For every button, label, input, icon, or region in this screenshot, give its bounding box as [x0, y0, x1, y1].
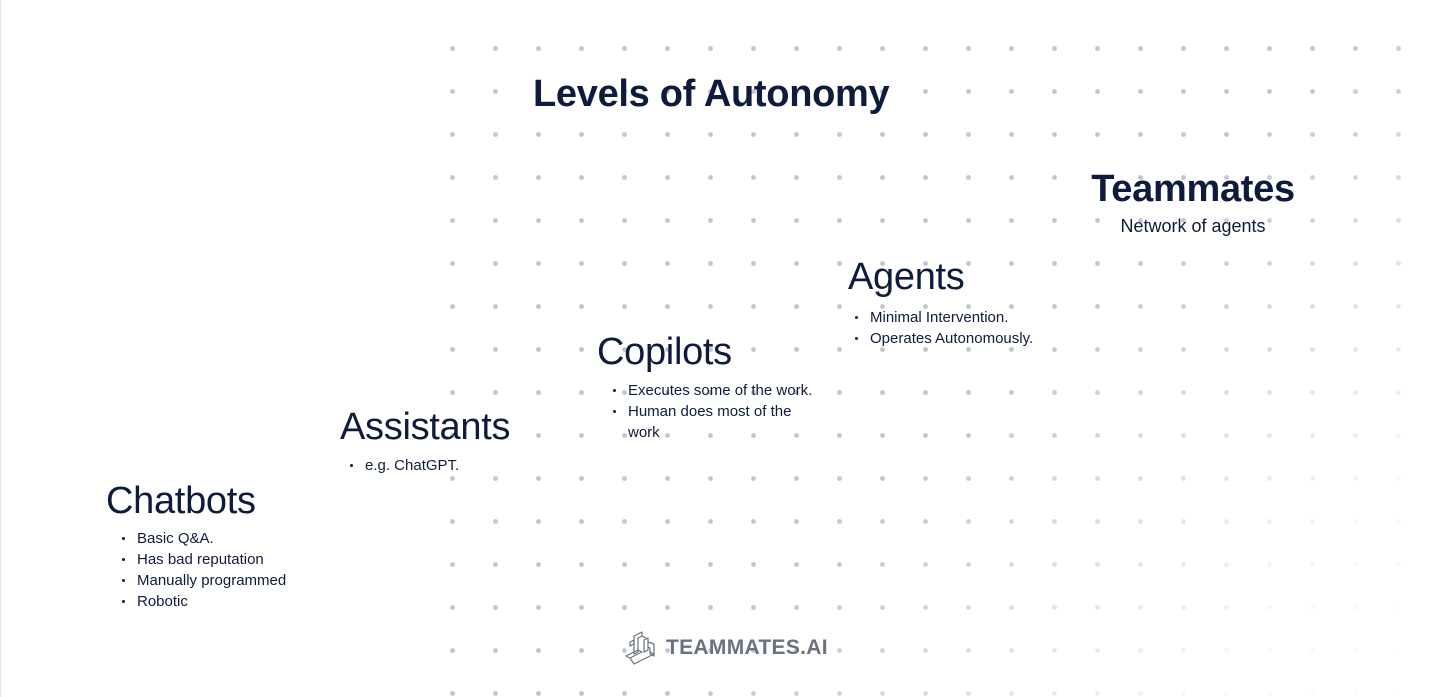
level-bullets: Basic Q&A. Has bad reputation Manually p…	[115, 528, 286, 612]
bullet-item: e.g. ChatGPT.	[343, 455, 510, 476]
bullet-item: Human does most of the work	[606, 401, 826, 443]
level-bullets: e.g. ChatGPT.	[343, 455, 510, 476]
bullet-item: Has bad reputation	[115, 549, 286, 570]
bullet-item: Operates Autonomously.	[848, 328, 1033, 349]
level-chatbots: Chatbots Basic Q&A. Has bad reputation M…	[106, 479, 286, 612]
bullet-item: Robotic	[115, 591, 286, 612]
bullet-item: Executes some of the work.	[606, 380, 826, 401]
level-name: Agents	[848, 256, 965, 298]
bullet-item: Basic Q&A.	[115, 528, 286, 549]
teammates-logo-icon	[625, 631, 655, 665]
bullet-item: Manually programmed	[115, 570, 286, 591]
dot-grid-background	[431, 27, 1432, 697]
level-agents: Agents Minimal Intervention. Operates Au…	[848, 255, 1033, 349]
level-assistants: Assistants e.g. ChatGPT.	[340, 405, 510, 476]
level-name: Chatbots	[106, 480, 256, 522]
level-bullets: Executes some of the work. Human does mo…	[606, 380, 826, 443]
level-name: Copilots	[597, 331, 732, 373]
level-subtitle: Network of agents	[1120, 216, 1266, 236]
level-bullets: Minimal Intervention. Operates Autonomou…	[848, 307, 1033, 349]
brand-name: TEAMMATES.AI	[666, 636, 828, 659]
brand-logo: TEAMMATES.AI	[624, 630, 828, 666]
level-copilots: Copilots Executes some of the work. Huma…	[597, 330, 826, 443]
page-title: Levels of Autonomy	[533, 73, 890, 115]
bullet-item: Minimal Intervention.	[848, 307, 1033, 328]
level-name: Teammates	[1091, 168, 1295, 210]
level-teammates: Teammates Network of agents	[1087, 166, 1299, 237]
slide-left-edge	[0, 0, 1, 697]
level-name: Assistants	[340, 406, 511, 448]
